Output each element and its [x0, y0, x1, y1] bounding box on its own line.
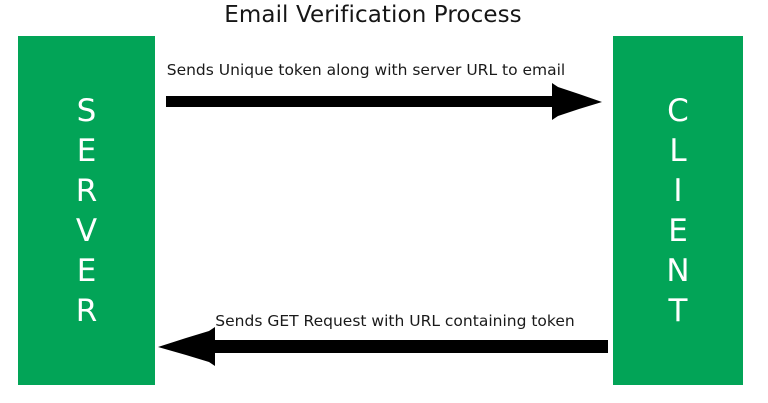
message-label-server-to-client: Sends Unique token along with server URL… [166, 61, 566, 79]
message-label-client-to-server: Sends GET Request with URL containing to… [215, 312, 575, 330]
arrow-client-to-server-icon [158, 327, 608, 366]
actor-label-server: S E R V E R [75, 92, 98, 329]
page-title: Email Verification Process [224, 2, 522, 28]
actor-box-client: C L I E N T [613, 36, 743, 385]
arrow-server-to-client-icon [166, 83, 602, 120]
actor-box-server: S E R V E R [18, 36, 155, 385]
actor-label-client: C L I E N T [666, 92, 690, 329]
